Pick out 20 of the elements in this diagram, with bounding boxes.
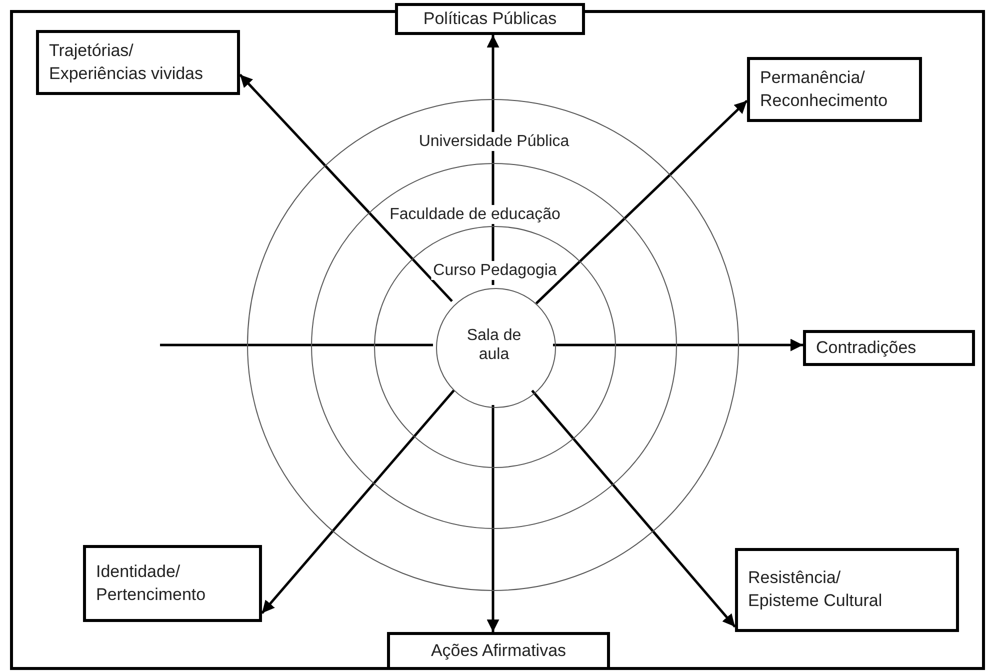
label-box: Ações Afirmativas xyxy=(387,632,610,670)
circle xyxy=(247,99,739,591)
circle xyxy=(374,226,616,468)
arrow xyxy=(261,390,455,614)
circle-label: Faculdade de educação xyxy=(388,205,562,224)
arrow xyxy=(486,405,500,632)
circle-label: Curso Pedagogia xyxy=(431,261,559,280)
arrow xyxy=(553,338,803,352)
arrow xyxy=(531,390,736,628)
label-box: Resistência/ Episteme Cultural xyxy=(735,548,959,632)
circle xyxy=(311,163,677,529)
arrow xyxy=(239,74,453,302)
circle xyxy=(436,288,556,408)
line xyxy=(160,344,433,346)
label-box: Políticas Públicas xyxy=(395,3,585,35)
arrow xyxy=(535,100,748,304)
label-box: Identidade/ Pertencimento xyxy=(83,545,262,622)
label-box: Permanência/ Reconhecimento xyxy=(747,57,922,122)
label-box: Trajetórias/ Experiências vividas xyxy=(36,30,240,95)
label-box: Contradições xyxy=(803,330,975,366)
